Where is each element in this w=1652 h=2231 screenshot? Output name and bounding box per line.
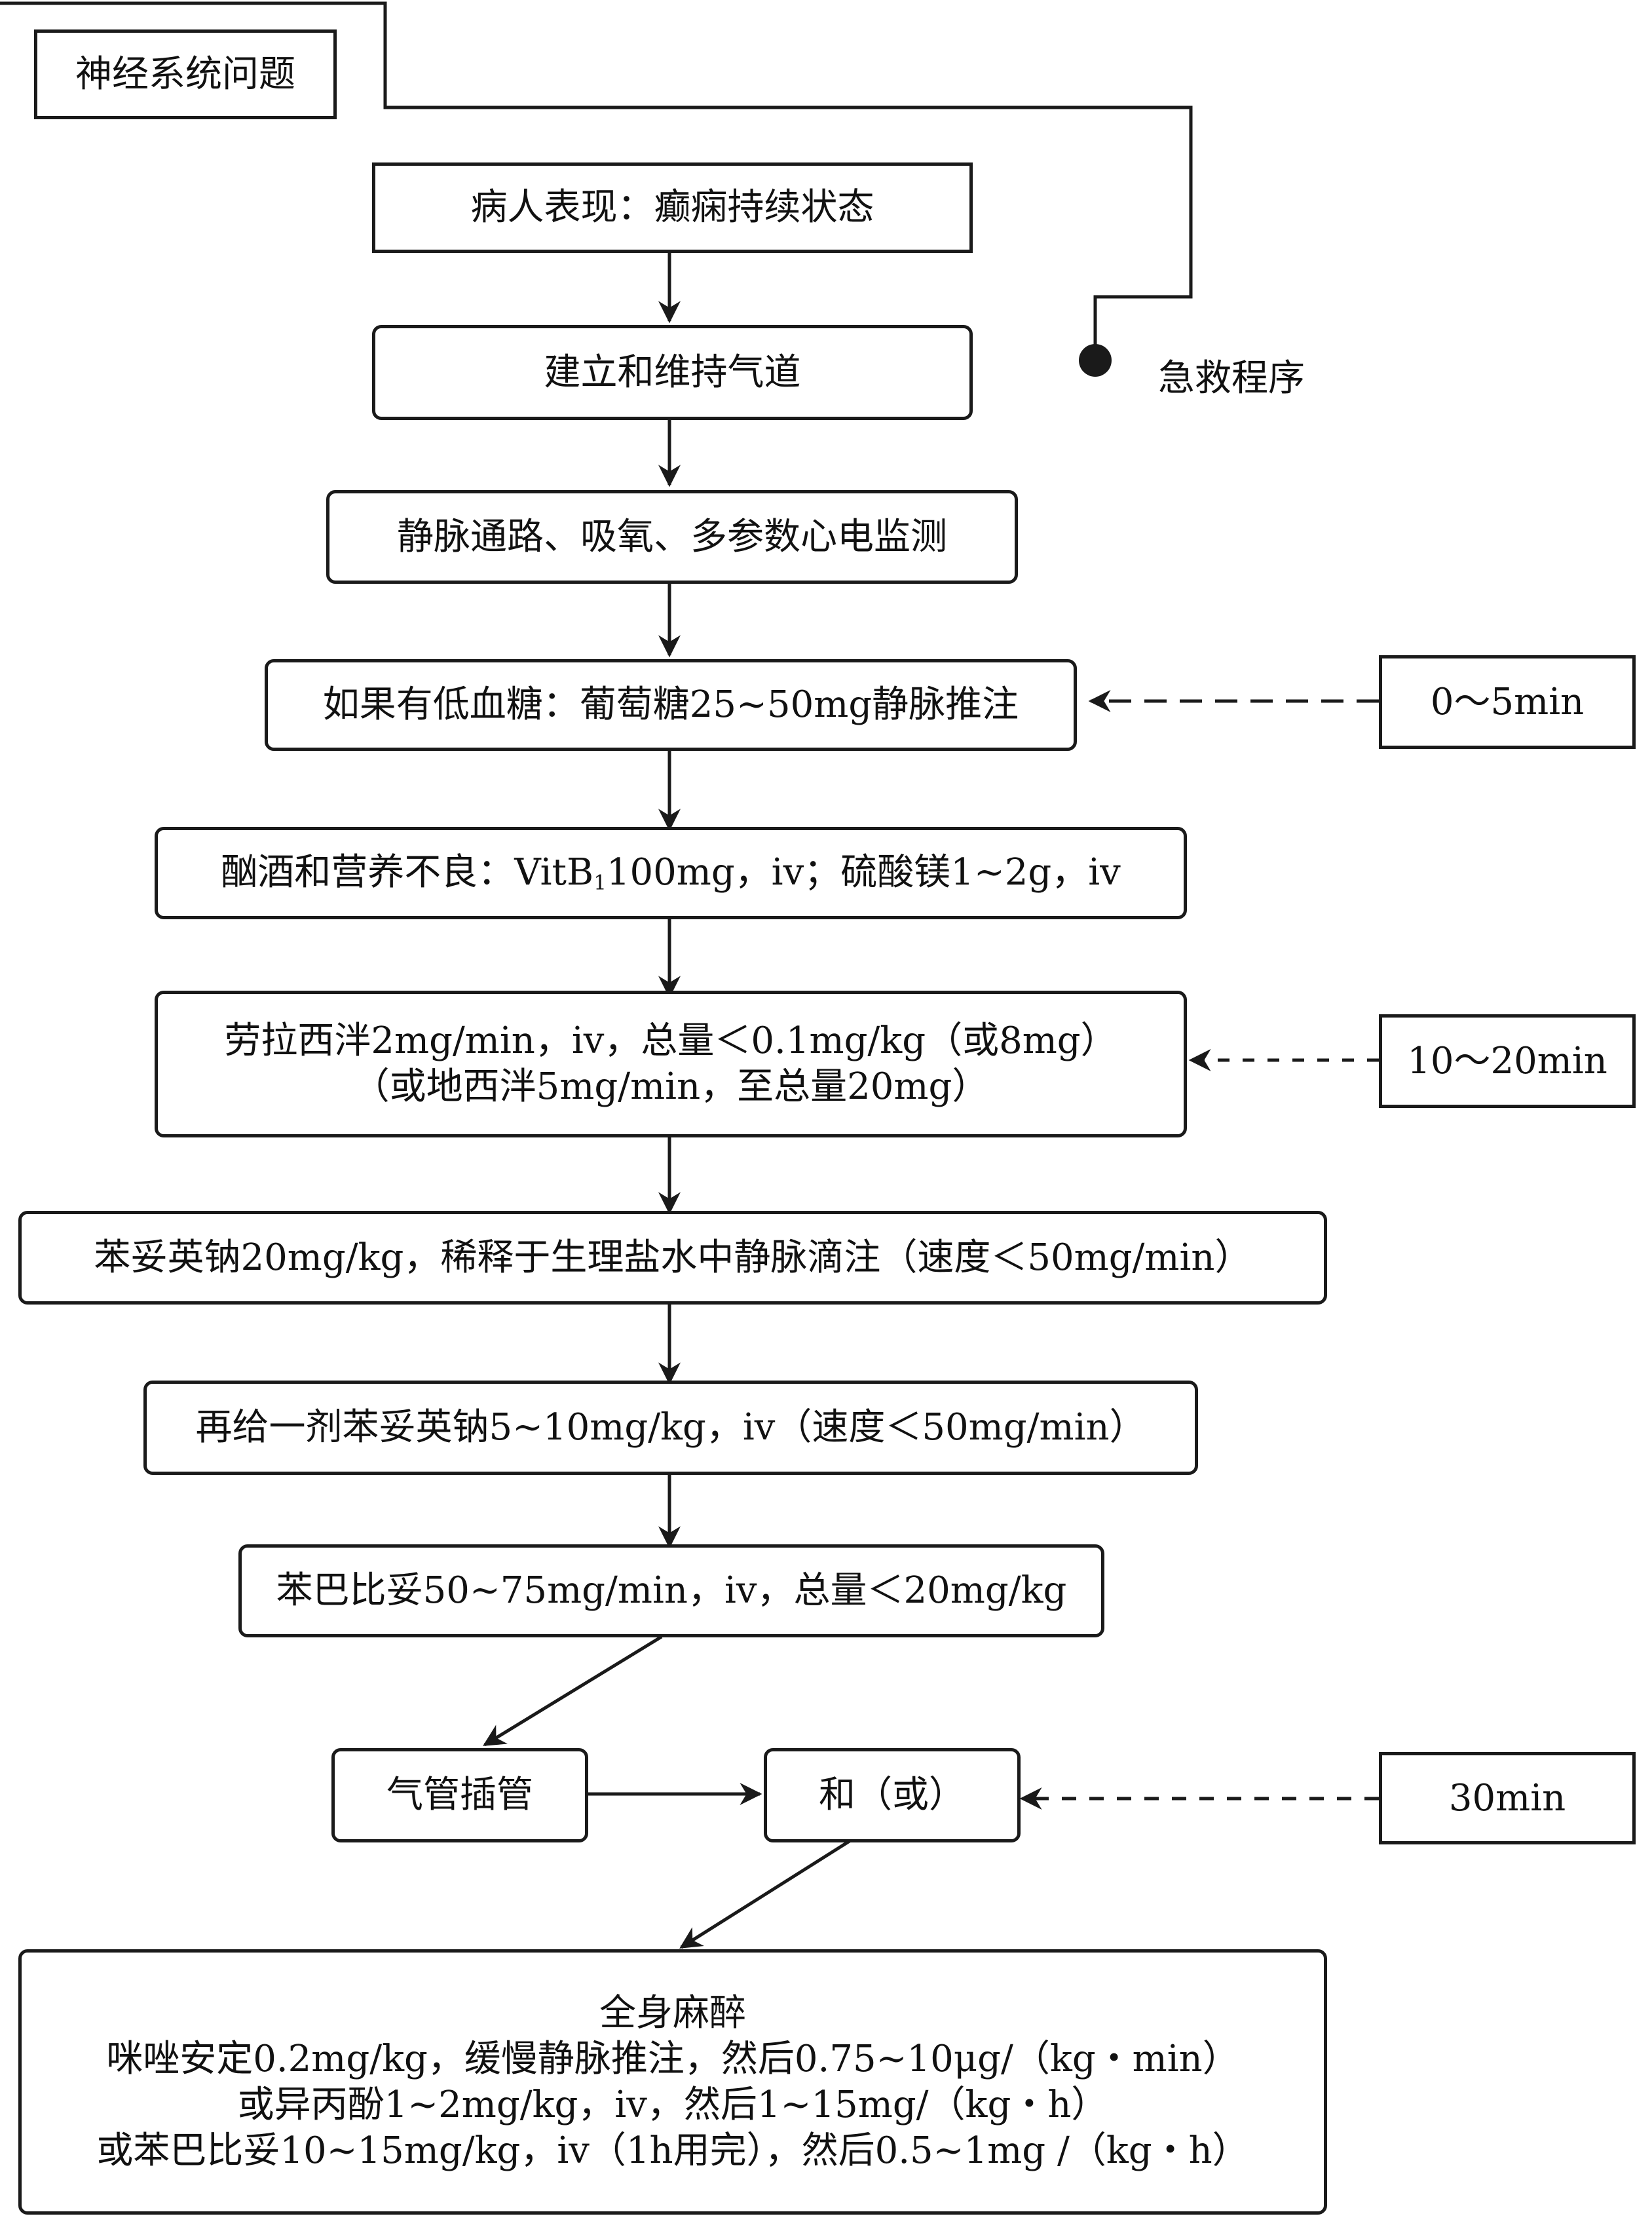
- step-intubation-text: 气管插管: [386, 1774, 533, 1816]
- step-general-anesthesia: 全身麻醉 咪唑安定0.2mg/kg，缓慢静脉推注，然后0.75~10μg/（kg…: [18, 1949, 1327, 2215]
- legend-label: 急救程序: [1158, 357, 1305, 400]
- step-phenobarbital: 苯巴比妥50~75mg/min，iv，总量＜20mg/kg: [238, 1544, 1104, 1637]
- step-present-text: 病人表现：癫痫持续状态: [470, 186, 874, 229]
- step-iv-monitor-text: 静脉通路、吸氧、多参数心电监测: [397, 515, 947, 558]
- step-phenobarbital-text: 苯巴比妥50~75mg/min，iv，总量＜20mg/kg: [276, 1569, 1067, 1612]
- time-box-30min: 30min: [1379, 1752, 1636, 1844]
- step-present: 病人表现：癫痫持续状态: [372, 162, 973, 253]
- step-hypoglycemia-text: 如果有低血糖：葡萄糖25~50mg静脉推注: [322, 683, 1019, 726]
- step-lorazepam: 劳拉西泮2mg/min，iv，总量＜0.1mg/kg（或8mg） （或地西泮5m…: [155, 991, 1187, 1137]
- step-iv-monitor: 静脉通路、吸氧、多参数心电监测: [326, 490, 1018, 584]
- header-label: 神经系统问题: [34, 29, 337, 119]
- step-airway-text: 建立和维持气道: [544, 351, 801, 394]
- step-alcohol-text: 酗酒和营养不良：VitB1100mg，iv；硫酸镁1~2g，iv: [221, 850, 1121, 896]
- step-phenytoin-text: 苯妥英钠20mg/kg，稀释于生理盐水中静脉滴注（速度＜50mg/min）: [94, 1236, 1252, 1279]
- header-frame-line: [0, 1, 1193, 354]
- step-alcohol-sub: 1: [593, 871, 607, 896]
- step-general-anesthesia-line3: 或苯巴比妥10~15mg/kg，iv（1h用完），然后0.5~1mg /（kg・…: [96, 2129, 1249, 2172]
- header-label-text: 神经系统问题: [75, 52, 295, 96]
- time-box-10-20min-text: 10～20min: [1407, 1039, 1607, 1082]
- legend-dot-icon: [1079, 344, 1112, 377]
- time-box-0-5min: 0～5min: [1379, 655, 1636, 749]
- step-general-anesthesia-title: 全身麻醉: [599, 1991, 746, 2034]
- step-lorazepam-line2: （或地西泮5mg/min，至总量20mg）: [352, 1065, 989, 1108]
- time-box-10-20min: 10～20min: [1379, 1014, 1636, 1108]
- step-intubation: 气管插管: [331, 1748, 588, 1842]
- arrow-s11-s12: [679, 1838, 853, 1949]
- time-box-30min-text: 30min: [1448, 1776, 1566, 1820]
- step-airway: 建立和维持气道: [372, 325, 973, 420]
- step-general-anesthesia-line2: 或异丙酚1~2mg/kg，iv，然后1~15mg/（kg・h）: [237, 2083, 1108, 2126]
- step-and-or-text: 和（或）: [819, 1774, 966, 1816]
- step-phenytoin-repeat: 再给一剂苯妥英钠5~10mg/kg，iv（速度＜50mg/min）: [143, 1381, 1198, 1475]
- arrow-s9-s10: [483, 1635, 663, 1747]
- step-lorazepam-line1: 劳拉西泮2mg/min，iv，总量＜0.1mg/kg（或8mg）: [224, 1020, 1117, 1062]
- step-alcohol-text-b: 100mg，iv；硫酸镁1~2g，iv: [606, 851, 1121, 894]
- step-and-or: 和（或）: [764, 1748, 1021, 1842]
- step-general-anesthesia-line1: 咪唑安定0.2mg/kg，缓慢静脉推注，然后0.75~10μg/（kg・min）: [106, 2037, 1239, 2080]
- step-alcohol-text-a: 酗酒和营养不良：VitB: [221, 851, 594, 894]
- step-alcohol: 酗酒和营养不良：VitB1100mg，iv；硫酸镁1~2g，iv: [155, 827, 1187, 919]
- step-phenytoin-repeat-text: 再给一剂苯妥英钠5~10mg/kg，iv（速度＜50mg/min）: [195, 1406, 1146, 1449]
- step-phenytoin: 苯妥英钠20mg/kg，稀释于生理盐水中静脉滴注（速度＜50mg/min）: [18, 1211, 1327, 1305]
- step-hypoglycemia: 如果有低血糖：葡萄糖25~50mg静脉推注: [265, 659, 1077, 751]
- time-box-0-5min-text: 0～5min: [1430, 680, 1585, 723]
